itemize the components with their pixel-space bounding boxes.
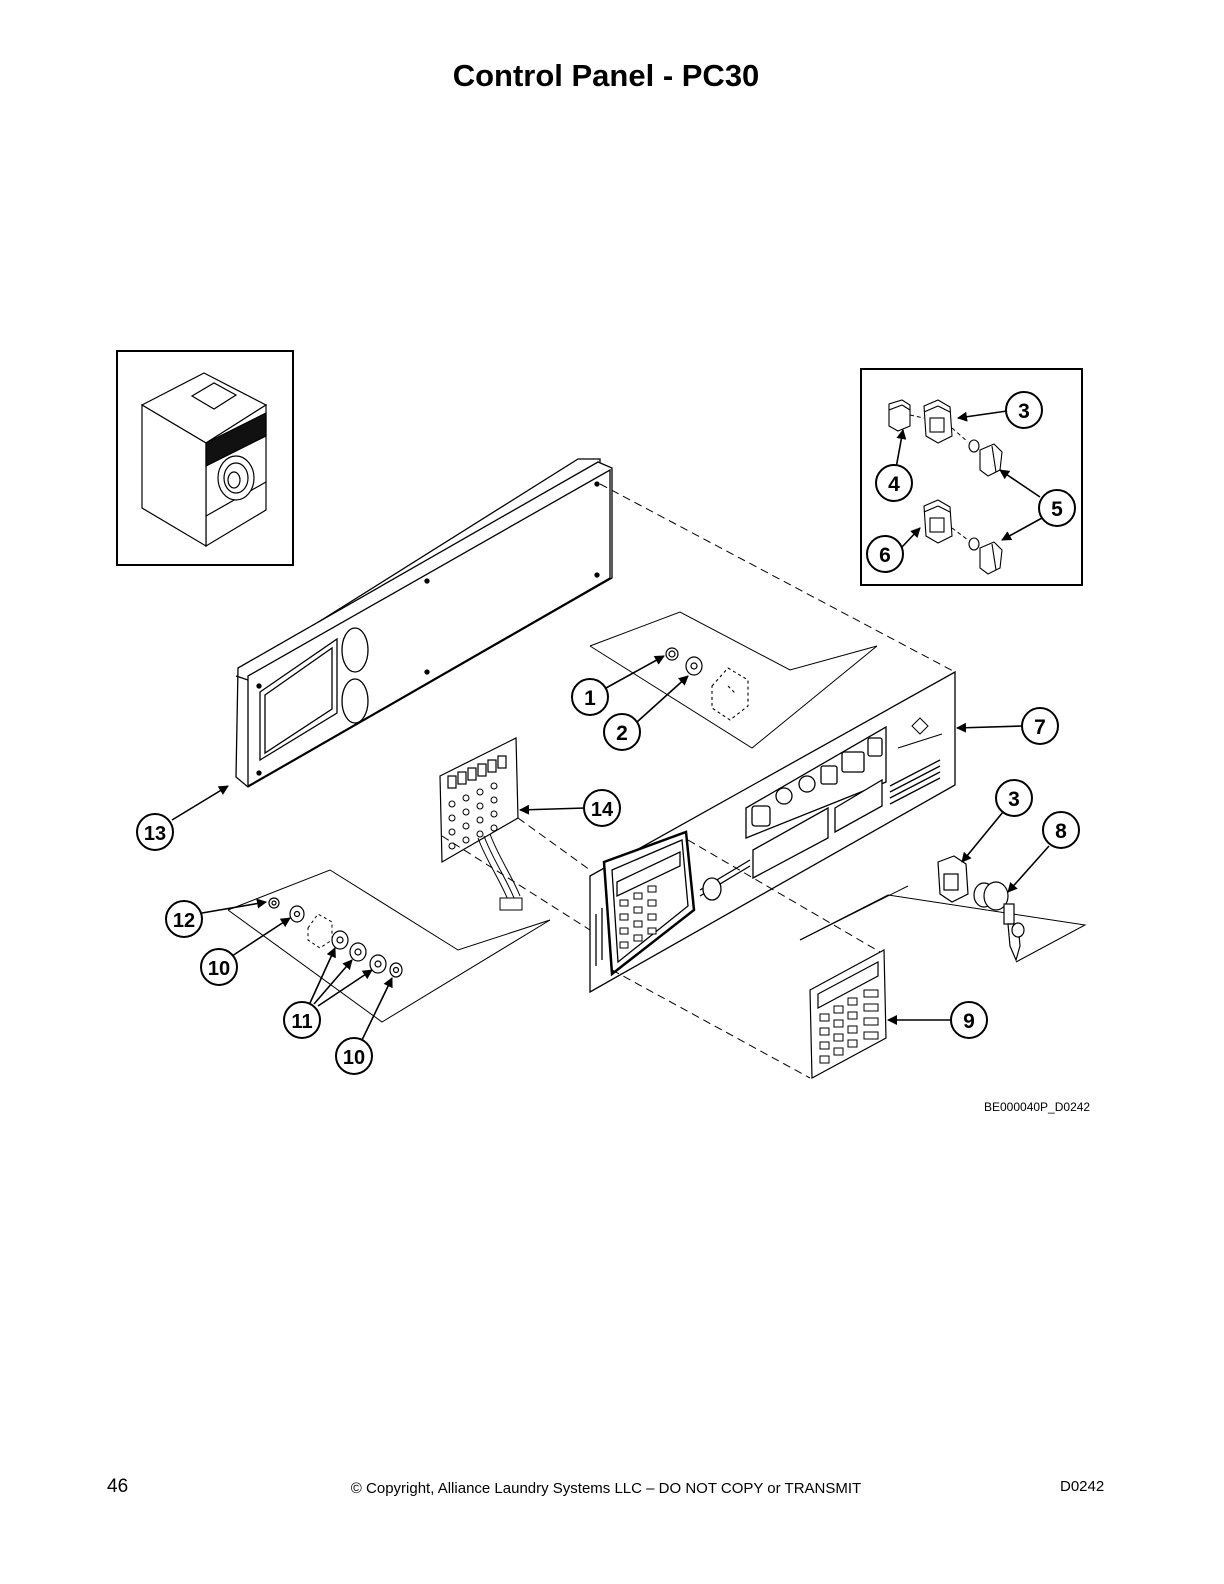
callout-14: 14: [583, 789, 621, 827]
leader-lines: [171, 410, 1050, 1041]
fastener-plate-lower: [227, 869, 551, 1023]
callout-2: 2: [603, 713, 641, 751]
washer-illustration: [140, 372, 268, 548]
stud-lower: [307, 913, 333, 949]
back-housing-13: [235, 458, 613, 788]
switch-inset: [860, 368, 1083, 586]
selector-knob-upper: [968, 439, 1003, 477]
svg-text:6: 6: [879, 544, 891, 567]
callout-9: 9: [950, 1001, 988, 1039]
callout-13: 13: [136, 813, 174, 851]
svg-text:12: 12: [173, 910, 195, 932]
page-number: 46: [107, 1476, 129, 1497]
callout-12: 12: [165, 900, 203, 938]
copyright-notice: © Copyright, Alliance Laundry Systems LL…: [350, 1480, 862, 1497]
selector-knob-lower: [968, 537, 1003, 575]
svg-text:10: 10: [343, 1047, 365, 1069]
front-panel-7: [589, 670, 956, 994]
callout-5: 5: [1038, 489, 1076, 527]
led-display: [447, 755, 507, 789]
contact-block-4: [888, 399, 911, 432]
callout-1: 1: [571, 678, 609, 716]
page-title: Control Panel - PC30: [452, 58, 760, 93]
svg-text:3: 3: [1018, 400, 1030, 423]
svg-text:10: 10: [208, 958, 230, 980]
stud-outline: [711, 667, 749, 721]
symbol-decal: [751, 737, 883, 827]
vent-slots-upper: [889, 759, 941, 805]
keyswitch-plate: [799, 855, 1087, 963]
keypad-9: [809, 949, 887, 1079]
svg-text:3: 3: [1008, 788, 1020, 811]
document-code: D0242: [1060, 1478, 1105, 1495]
callout-3-inset: 3: [1005, 391, 1043, 429]
alignment-lines: [441, 483, 956, 1079]
callouts: 1 2 3 3 4 5 6 7: [136, 391, 1080, 1075]
ribbon-cable: [477, 833, 523, 911]
spacers-11: [331, 930, 387, 974]
callout-11: 11: [283, 1001, 321, 1039]
callout-4: 4: [875, 464, 913, 502]
callout-8: 8: [1042, 811, 1080, 849]
nut-1: [665, 647, 679, 661]
switch-body-3: [923, 399, 953, 444]
nut-12: [268, 897, 280, 909]
washer-2: [685, 656, 703, 676]
svg-text:5: 5: [1051, 498, 1063, 521]
logo-mark: [897, 717, 943, 749]
svg-text:8: 8: [1055, 820, 1067, 843]
fastener-plate-upper: [589, 611, 878, 749]
switch-body-6: [923, 499, 953, 544]
svg-text:13: 13: [144, 823, 166, 845]
callout-7: 7: [1021, 707, 1059, 745]
svg-text:7: 7: [1034, 716, 1046, 739]
switch-body-3-lower: [937, 855, 969, 903]
keypad-bezel: [602, 830, 696, 977]
svg-text:11: 11: [291, 1011, 312, 1033]
callout-3-keyswitch: 3: [995, 779, 1033, 817]
callout-10-upper: 10: [200, 948, 238, 986]
svg-text:1: 1: [584, 687, 596, 710]
keyswitch-8: [973, 881, 1025, 962]
svg-text:2: 2: [616, 722, 628, 745]
svg-text:14: 14: [591, 799, 614, 821]
keypad-board-14: [439, 737, 523, 911]
drawing-id: BE000040P_D0242: [984, 1100, 1091, 1114]
washer-10-lower: [389, 962, 403, 978]
machine-inset: [116, 350, 294, 566]
callout-6: 6: [866, 535, 904, 573]
svg-text:4: 4: [888, 473, 900, 496]
switch-array: [448, 782, 498, 850]
callout-10-lower: 10: [335, 1037, 373, 1075]
washer-10-upper: [289, 905, 305, 923]
svg-text:9: 9: [963, 1010, 975, 1033]
